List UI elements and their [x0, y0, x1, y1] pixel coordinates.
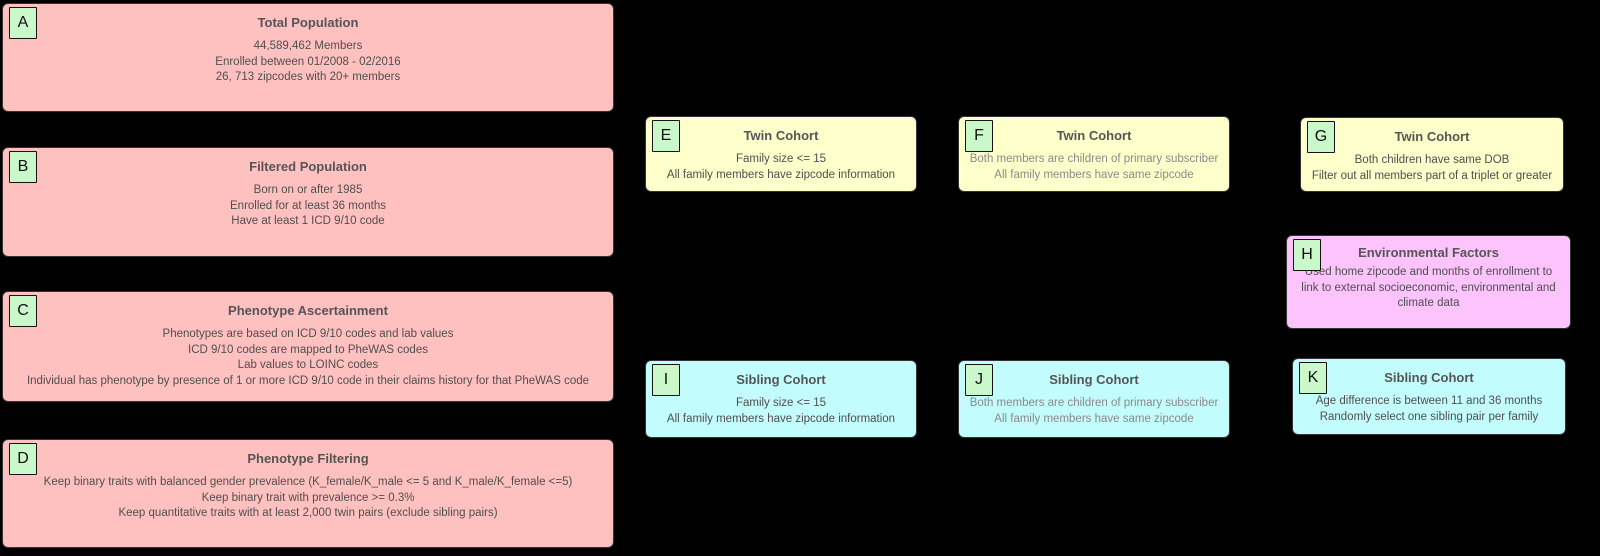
node-j-body: Both members are children of primary sub… [959, 396, 1229, 427]
node-j-label-tag: J [965, 364, 993, 396]
node-c-title: Phenotype Ascertainment [228, 303, 388, 318]
node-i-body: Family size <= 15 All family members hav… [646, 396, 916, 427]
node-j-line-2: All family members have same zipcode [994, 412, 1194, 425]
node-e-line-1: Family size <= 15 [735, 153, 827, 165]
node-g-label-tag: G [1307, 121, 1335, 153]
node-i-title: Sibling Cohort [736, 372, 826, 387]
node-h-line-2: link to external socioeconomic, environm… [1301, 281, 1556, 294]
node-c-body: Phenotypes are based on ICD 9/10 codes a… [3, 327, 613, 389]
node-d-phenotype-filtering-card: D Phenotype Filtering Keep binary traits… [2, 439, 614, 548]
node-e-line-2: All family members have zipcode informat… [666, 168, 896, 181]
node-b-line-3: Have at least 1 ICD 9/10 code [231, 215, 385, 227]
node-d-label-tag: D [9, 443, 37, 475]
node-h-line-1: Used home zipcode and months of enrollme… [1304, 266, 1553, 278]
node-e-body: Family size <= 15 All family members hav… [646, 152, 916, 183]
node-i-label-tag: I [652, 364, 680, 396]
node-k-line-1: Age difference is between 11 and 36 mont… [1315, 395, 1543, 407]
node-g-body: Both children have same DOB Filter out a… [1301, 153, 1563, 184]
node-d-line-2: Keep binary trait with prevalence >= 0.3… [201, 491, 415, 504]
node-b-line-1: Born on or after 1985 [253, 184, 363, 196]
node-f-label-tag: F [965, 120, 993, 152]
node-c-phenotype-ascertainment-card: C Phenotype Ascertainment Phenotypes are… [2, 291, 614, 402]
node-b-line-2: Enrolled for at least 36 months [230, 199, 386, 212]
node-c-line-1: Phenotypes are based on ICD 9/10 codes a… [162, 328, 454, 340]
node-k-label-tag: K [1299, 362, 1327, 394]
node-i-line-2: All family members have zipcode informat… [666, 412, 896, 425]
node-k-line-2: Randomly select one sibling pair per fam… [1319, 410, 1539, 423]
node-e-twin-cohort-card: E Twin Cohort Family size <= 15 All fami… [645, 116, 917, 192]
node-e-label-tag: E [652, 120, 680, 152]
node-h-line-3: climate data [1397, 297, 1460, 309]
node-f-twin-cohort-card: F Twin Cohort Both members are children … [958, 116, 1230, 192]
node-h-label-tag: H [1293, 239, 1321, 271]
node-i-line-1: Family size <= 15 [735, 397, 827, 409]
node-b-filtered-population-card: B Filtered Population Born on or after 1… [2, 147, 614, 257]
node-a-line-2: Enrolled between 01/2008 - 02/2016 [215, 55, 401, 68]
node-c-line-2: ICD 9/10 codes are mapped to PheWAS code… [188, 343, 428, 356]
node-f-line-2: All family members have same zipcode [994, 168, 1194, 181]
node-d-body: Keep binary traits with balanced gender … [3, 475, 613, 522]
node-b-body: Born on or after 1985 Enrolled for at le… [3, 183, 613, 230]
node-k-sibling-cohort-card: K Sibling Cohort Age difference is betwe… [1292, 358, 1566, 435]
node-i-sibling-cohort-card: I Sibling Cohort Family size <= 15 All f… [645, 360, 917, 438]
node-g-line-2: Filter out all members part of a triplet… [1311, 169, 1553, 182]
node-a-label-tag: A [9, 7, 37, 39]
node-f-title: Twin Cohort [1056, 128, 1132, 143]
node-f-body: Both members are children of primary sub… [959, 152, 1229, 183]
node-d-line-1: Keep binary traits with balanced gender … [43, 476, 573, 488]
node-f-line-1: Both members are children of primary sub… [969, 153, 1219, 165]
node-j-sibling-cohort-card: J Sibling Cohort Both members are childr… [958, 360, 1230, 438]
node-a-title: Total Population [257, 15, 359, 30]
node-a-line-3: 26, 713 zipcodes with 20+ members [215, 71, 401, 83]
node-c-line-3: Lab values to LOINC codes [237, 359, 379, 371]
node-k-title: Sibling Cohort [1384, 370, 1474, 385]
node-h-body: Used home zipcode and months of enrollme… [1287, 265, 1570, 312]
node-h-title: Environmental Factors [1358, 245, 1499, 260]
node-j-line-1: Both members are children of primary sub… [969, 397, 1219, 409]
node-g-line-1: Both children have same DOB [1354, 154, 1510, 166]
node-c-label-tag: C [9, 295, 37, 327]
node-g-title: Twin Cohort [1394, 129, 1470, 144]
node-h-environmental-factors-card: H Environmental Factors Used home zipcod… [1286, 235, 1571, 329]
node-g-twin-cohort-card: G Twin Cohort Both children have same DO… [1300, 117, 1564, 192]
node-k-body: Age difference is between 11 and 36 mont… [1293, 394, 1565, 425]
node-b-label-tag: B [9, 151, 37, 183]
node-a-body: 44,589,462 Members Enrolled between 01/2… [3, 39, 613, 86]
node-b-title: Filtered Population [249, 159, 367, 174]
node-a-total-population-card: A Total Population 44,589,462 Members En… [2, 3, 614, 112]
node-j-title: Sibling Cohort [1049, 372, 1139, 387]
node-a-line-1: 44,589,462 Members [253, 40, 363, 52]
node-d-title: Phenotype Filtering [247, 451, 369, 466]
node-e-title: Twin Cohort [743, 128, 819, 143]
node-c-line-4: Individual has phenotype by presence of … [26, 374, 590, 387]
node-d-line-3: Keep quantitative traits with at least 2… [118, 507, 498, 519]
